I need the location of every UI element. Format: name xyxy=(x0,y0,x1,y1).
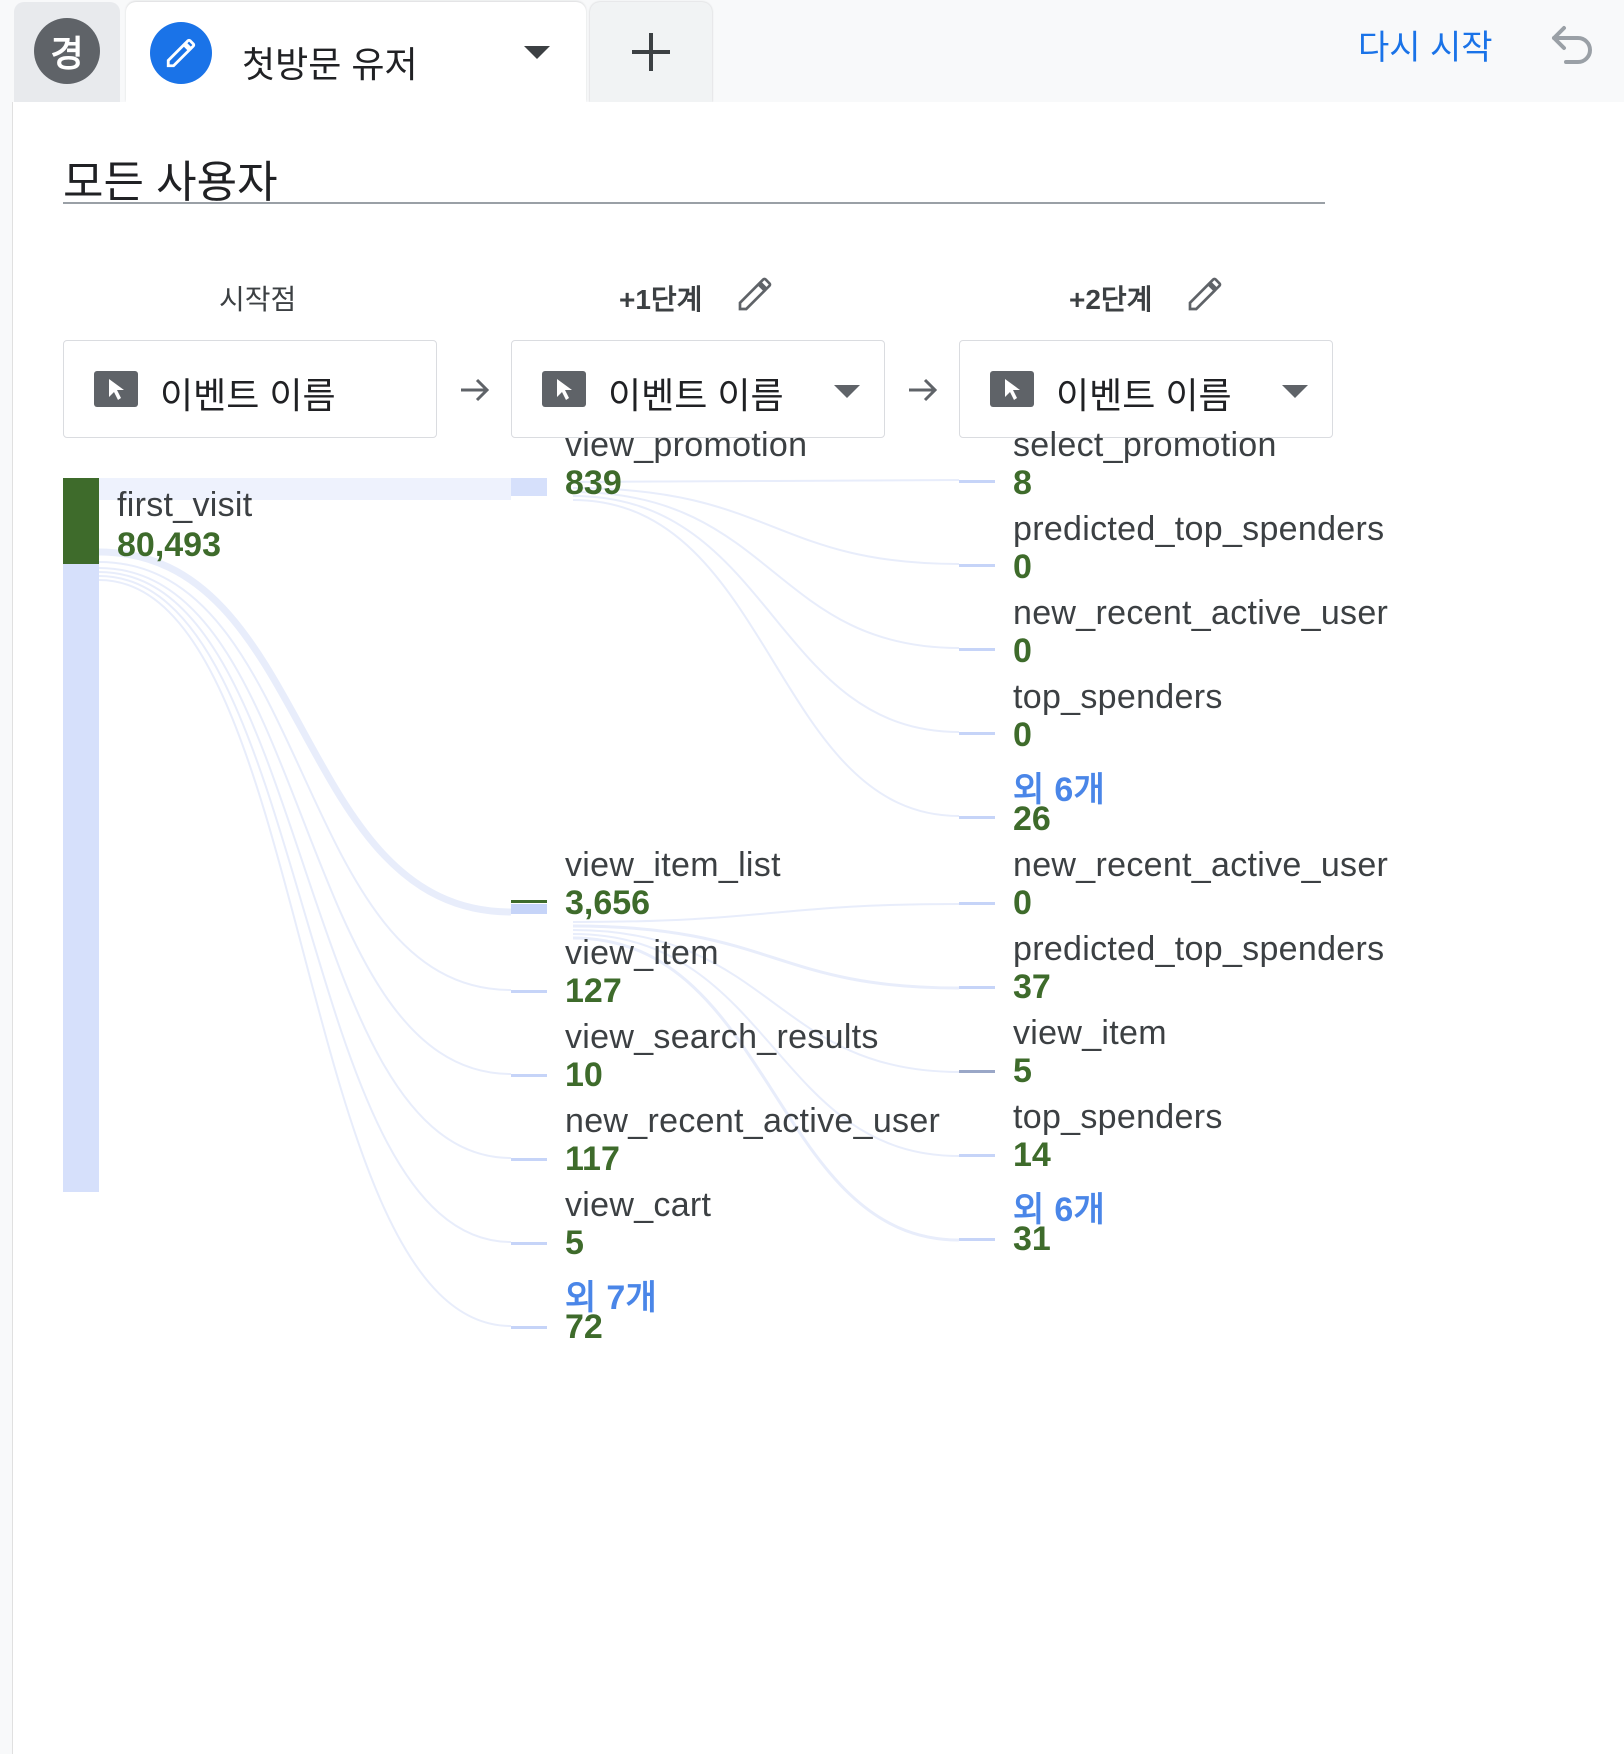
pencil-icon[interactable] xyxy=(1185,274,1225,314)
node-bar xyxy=(511,1074,547,1077)
cursor-icon xyxy=(94,371,138,407)
node-name: view_cart xyxy=(565,1186,712,1224)
path-exploration-panel: 모든 사용자 시작점 +1단계 +2단계 이벤트 이름 이벤트 이름 이벤트 이… xyxy=(12,102,1624,1754)
node-value: 8 xyxy=(1013,464,1032,502)
more-nodes-link[interactable]: 외 6개 xyxy=(1013,1191,1106,1229)
cursor-icon xyxy=(990,371,1034,407)
more-nodes-link[interactable]: 외 6개 xyxy=(1013,771,1106,809)
node-bar xyxy=(959,1070,995,1073)
node-value: 26 xyxy=(1013,800,1051,838)
node-bar xyxy=(511,1326,547,1329)
node-name: view_promotion xyxy=(565,426,808,464)
node-name: view_item xyxy=(565,934,719,972)
node-value: 3,656 xyxy=(565,884,651,922)
pencil-icon[interactable] xyxy=(735,274,775,314)
node-value: 839 xyxy=(565,464,622,502)
node-value: 5 xyxy=(565,1224,584,1262)
flow-band xyxy=(99,478,511,500)
node-value: 0 xyxy=(1013,548,1032,586)
node-bar xyxy=(959,1238,995,1241)
node-name: view_search_results xyxy=(565,1018,879,1056)
node-name: view_item_list xyxy=(565,846,781,884)
node-bar xyxy=(959,1154,995,1157)
pencil-icon xyxy=(166,38,196,68)
segment-title: 모든 사용자 xyxy=(63,158,278,207)
node-name: view_item xyxy=(1013,1014,1167,1052)
edit-segment-button[interactable] xyxy=(150,22,212,84)
restart-link[interactable]: 다시 시작 xyxy=(1358,29,1493,67)
node-value: 37 xyxy=(1013,968,1051,1006)
chevron-down-icon[interactable] xyxy=(1282,385,1308,398)
add-tab-button[interactable] xyxy=(590,2,712,102)
top-bar: 경 첫방문 유저 다시 시작 xyxy=(0,0,1624,102)
start-node-bar[interactable] xyxy=(63,564,99,1192)
more-nodes-link[interactable]: 외 7개 xyxy=(565,1279,658,1317)
node-value: 0 xyxy=(1013,884,1032,922)
node-value: 0 xyxy=(1013,716,1032,754)
node-value: 117 xyxy=(565,1140,620,1178)
plus-icon xyxy=(632,33,670,71)
node-value: 14 xyxy=(1013,1136,1051,1174)
node-bar xyxy=(511,904,547,914)
step-2-label: +2단계 xyxy=(1069,284,1153,315)
node-bar xyxy=(959,648,995,651)
node-value: 5 xyxy=(1013,1052,1032,1090)
step-1-dimension-selector[interactable]: 이벤트 이름 xyxy=(511,340,885,438)
arrow-right-icon xyxy=(909,378,938,402)
selector-label: 이벤트 이름 xyxy=(160,375,336,416)
segment-underline xyxy=(63,202,1325,204)
node-name: new_recent_active_user xyxy=(1013,594,1389,632)
node-name: top_spenders xyxy=(1013,1098,1223,1136)
node-bar xyxy=(959,480,995,483)
node-name: select_promotion xyxy=(1013,426,1277,464)
node-bar xyxy=(511,900,547,903)
node-name: top_spenders xyxy=(1013,678,1223,716)
cursor-icon xyxy=(542,371,586,407)
node-bar xyxy=(511,1158,547,1161)
selector-label: 이벤트 이름 xyxy=(1056,375,1232,416)
arrow-right-icon xyxy=(461,378,490,402)
node-bar xyxy=(959,816,995,819)
step-1-label: +1단계 xyxy=(619,284,703,315)
tab-first-visit-users[interactable]: 첫방문 유저 xyxy=(126,2,586,102)
start-node-bar-selected[interactable] xyxy=(63,478,99,564)
node-bar xyxy=(959,732,995,735)
node-value: 72 xyxy=(565,1308,603,1346)
node-value: 10 xyxy=(565,1056,603,1094)
node-name: predicted_top_spenders xyxy=(1013,930,1385,968)
node-bar xyxy=(511,1242,547,1245)
node-value: 80,493 xyxy=(117,526,221,564)
node-bar xyxy=(511,990,547,993)
start-dimension-selector[interactable]: 이벤트 이름 xyxy=(63,340,437,438)
tab-label: 첫방문 유저 xyxy=(242,44,418,85)
node-name: new_recent_active_user xyxy=(1013,846,1389,884)
node-value: 127 xyxy=(565,972,622,1010)
node-bar xyxy=(959,564,995,567)
node-value: 0 xyxy=(1013,632,1032,670)
node-bar xyxy=(511,478,547,496)
node-name: predicted_top_spenders xyxy=(1013,510,1385,548)
node-name: new_recent_active_user xyxy=(565,1102,941,1140)
chevron-down-icon[interactable] xyxy=(524,46,550,59)
node-bar xyxy=(959,986,995,989)
selector-label: 이벤트 이름 xyxy=(608,375,784,416)
avatar[interactable]: 경 xyxy=(34,18,100,84)
step-start-label: 시작점 xyxy=(219,284,297,315)
node-name: first_visit xyxy=(117,486,253,524)
undo-icon[interactable] xyxy=(1548,18,1596,66)
node-bar xyxy=(959,902,995,905)
node-value: 31 xyxy=(1013,1220,1051,1258)
step-2-dimension-selector[interactable]: 이벤트 이름 xyxy=(959,340,1333,438)
chevron-down-icon[interactable] xyxy=(834,385,860,398)
